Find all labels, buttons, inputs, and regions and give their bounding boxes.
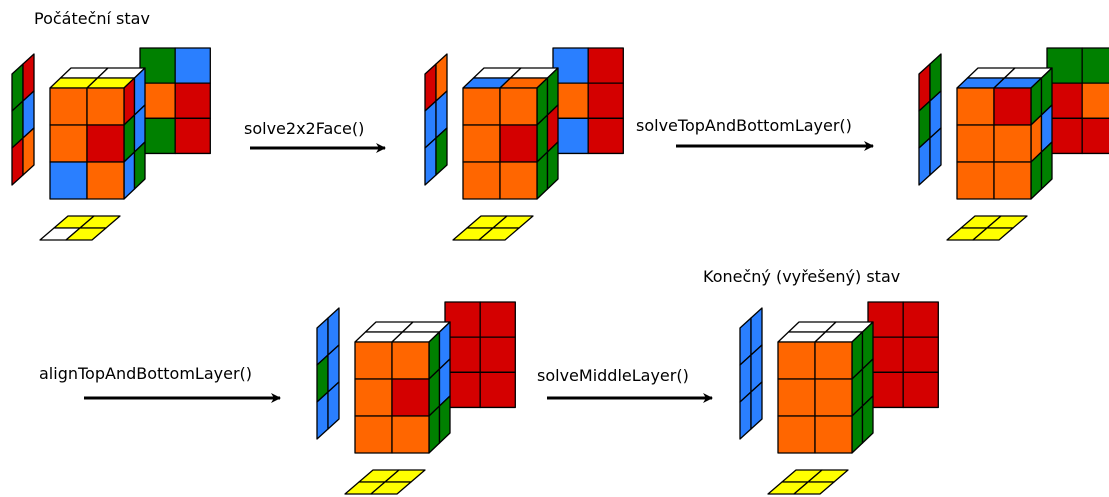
front-face-sticker xyxy=(814,415,853,454)
right-face-sticker xyxy=(546,141,559,190)
bottom-face-sticker xyxy=(370,481,412,495)
back-face-sticker xyxy=(174,47,211,84)
front-face-sticker xyxy=(777,415,816,454)
step-label-solvetopandbottomlayer: solveTopAndBottomLayer() xyxy=(636,116,852,135)
front-face-sticker xyxy=(993,124,1032,163)
left-face-sticker xyxy=(327,381,340,430)
left-face-sticker xyxy=(22,127,35,176)
front-face-sticker xyxy=(49,161,88,200)
front-face-sticker xyxy=(354,378,393,417)
back-face-sticker xyxy=(587,117,624,155)
bottom-face-sticker xyxy=(65,227,107,241)
front-face-sticker xyxy=(86,124,125,163)
front-face-sticker xyxy=(49,124,88,163)
front-face-sticker xyxy=(462,124,501,163)
front-face-sticker xyxy=(777,378,816,417)
back-face-sticker xyxy=(1081,47,1109,84)
back-face-sticker xyxy=(1081,82,1109,119)
back-face-sticker xyxy=(479,301,516,338)
front-face-sticker xyxy=(86,161,125,200)
front-face-sticker xyxy=(814,378,853,417)
step-label-solvemiddlelayer: solveMiddleLayer() xyxy=(537,366,689,385)
left-face-sticker xyxy=(750,381,763,430)
initial-state-label: Počáteční stav xyxy=(34,9,150,28)
front-face-sticker xyxy=(462,87,501,126)
cube-solved xyxy=(739,301,939,495)
right-face-sticker xyxy=(1040,141,1053,190)
front-face-sticker xyxy=(777,341,816,380)
right-face-sticker xyxy=(133,141,146,190)
bottom-face-sticker xyxy=(478,227,520,241)
front-face-sticker xyxy=(391,378,430,417)
cubes-group xyxy=(11,47,1109,495)
front-face-sticker xyxy=(499,124,538,163)
front-face-sticker xyxy=(956,124,995,163)
front-face-sticker xyxy=(49,87,88,126)
front-face-sticker xyxy=(86,87,125,126)
front-face-sticker xyxy=(956,87,995,126)
cube-after-layers xyxy=(918,47,1109,241)
back-face-sticker xyxy=(902,336,939,373)
right-face-sticker xyxy=(861,395,874,444)
left-face-sticker xyxy=(929,127,942,176)
front-face-sticker xyxy=(391,415,430,454)
back-face-sticker xyxy=(174,82,211,119)
back-face-sticker xyxy=(174,117,211,155)
front-face-sticker xyxy=(993,161,1032,200)
front-face-sticker xyxy=(354,341,393,380)
bottom-face-sticker xyxy=(793,481,835,495)
back-face-sticker xyxy=(902,301,939,338)
back-face-sticker xyxy=(479,336,516,373)
cube-after-face xyxy=(424,47,624,241)
back-face-sticker xyxy=(1081,117,1109,155)
back-face-sticker xyxy=(902,371,939,409)
front-face-sticker xyxy=(499,161,538,200)
front-face-sticker xyxy=(993,87,1032,126)
back-face-sticker xyxy=(587,82,624,119)
front-face-sticker xyxy=(499,87,538,126)
front-face-sticker xyxy=(956,161,995,200)
back-face-sticker xyxy=(587,47,624,84)
front-face-sticker xyxy=(354,415,393,454)
front-face-sticker xyxy=(391,341,430,380)
back-face-sticker xyxy=(479,371,516,409)
cube-initial xyxy=(11,47,211,241)
final-state-label: Konečný (vyřešený) stav xyxy=(703,267,900,286)
left-face-sticker xyxy=(435,127,448,176)
front-face-sticker xyxy=(462,161,501,200)
cube-aligned xyxy=(316,301,516,495)
step-label-aligntopandbottomlayer: alignTopAndBottomLayer() xyxy=(39,364,252,383)
right-face-sticker xyxy=(438,395,451,444)
front-face-sticker xyxy=(814,341,853,380)
bottom-face-sticker xyxy=(972,227,1014,241)
step-label-solve2x2face: solve2x2Face() xyxy=(244,119,364,138)
